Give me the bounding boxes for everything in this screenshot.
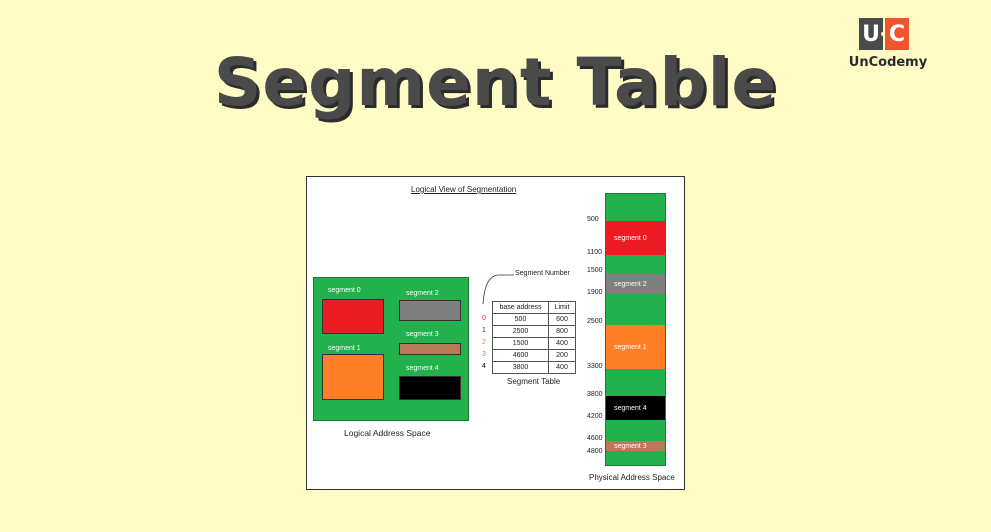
limit-cell: 600	[548, 313, 576, 326]
logo-mark: U C	[859, 18, 909, 50]
segment-table-caption: Segment Table	[507, 377, 561, 386]
segment-table-header: base address Limit	[492, 301, 576, 314]
page-title: Segment Table	[213, 44, 778, 121]
segmentation-figure: Logical View of Segmentation segment 0 s…	[306, 176, 685, 490]
header-limit: Limit	[548, 301, 576, 314]
logical-address-space: segment 0 segment 1 segment 2 segment 3 …	[313, 277, 469, 421]
address-tick: 4800	[587, 448, 603, 455]
logical-segment-4-label: segment 4	[406, 365, 439, 372]
physical-address-space-caption: Physical Address Space	[589, 473, 675, 482]
logical-segment-0-label: segment 0	[328, 287, 361, 294]
physical-segment-2: segment 2	[606, 274, 665, 294]
address-tick: 500	[587, 216, 599, 223]
base-address-cell: 2500	[492, 325, 549, 338]
address-tick: 4600	[587, 435, 603, 442]
segment-index-4: 4	[482, 363, 486, 370]
address-tick: 4200	[587, 413, 603, 420]
physical-segment-1: segment 1	[606, 325, 665, 369]
segment-number-label: Segment Number	[515, 270, 570, 277]
address-tick: 3800	[587, 391, 603, 398]
logo-wordmark: UnCodemy	[848, 55, 928, 70]
base-address-cell: 3800	[492, 361, 549, 374]
segment-index-1: 1	[482, 327, 486, 334]
logical-segment-2-label: segment 2	[406, 290, 439, 297]
figure-heading: Logical View of Segmentation	[411, 185, 517, 194]
limit-cell: 800	[548, 325, 576, 338]
limit-cell: 400	[548, 337, 576, 350]
segment-index-3: 3	[482, 351, 486, 358]
header-base-address: base address	[492, 301, 549, 314]
base-address-cell: 4600	[492, 349, 549, 362]
logo-dot	[881, 32, 885, 36]
logical-segment-4	[399, 376, 461, 400]
limit-cell: 200	[548, 349, 576, 362]
address-tick: 2500	[587, 318, 603, 325]
address-tick: 1500	[587, 267, 603, 274]
logical-segment-2	[399, 300, 461, 321]
address-tick: 3300	[587, 363, 603, 370]
logo-letter-u: U	[859, 18, 883, 50]
logical-segment-0	[322, 299, 384, 334]
address-tick: 1100	[587, 249, 603, 256]
physical-segment-0: segment 0	[606, 221, 665, 255]
logical-segment-3-label: segment 3	[406, 331, 439, 338]
base-address-cell: 500	[492, 313, 549, 326]
address-tick: 1900	[587, 289, 603, 296]
segment-number-pointer	[482, 274, 514, 305]
uncodemy-logo: U C UnCodemy	[838, 18, 938, 74]
logical-segment-1-label: segment 1	[328, 345, 361, 352]
segment-index-2: 2	[482, 339, 486, 346]
logical-address-space-caption: Logical Address Space	[344, 428, 431, 438]
physical-segment-4: segment 4	[606, 396, 665, 420]
logical-segment-3	[399, 343, 461, 355]
base-address-cell: 1500	[492, 337, 549, 350]
physical-segment-3: segment 3	[606, 441, 665, 451]
segment-index-0: 0	[482, 315, 486, 322]
limit-cell: 400	[548, 361, 576, 374]
logical-segment-1	[322, 354, 384, 400]
physical-address-space: segment 0 segment 2 segment 1 segment 4 …	[605, 193, 666, 466]
logo-letter-c: C	[885, 18, 909, 50]
